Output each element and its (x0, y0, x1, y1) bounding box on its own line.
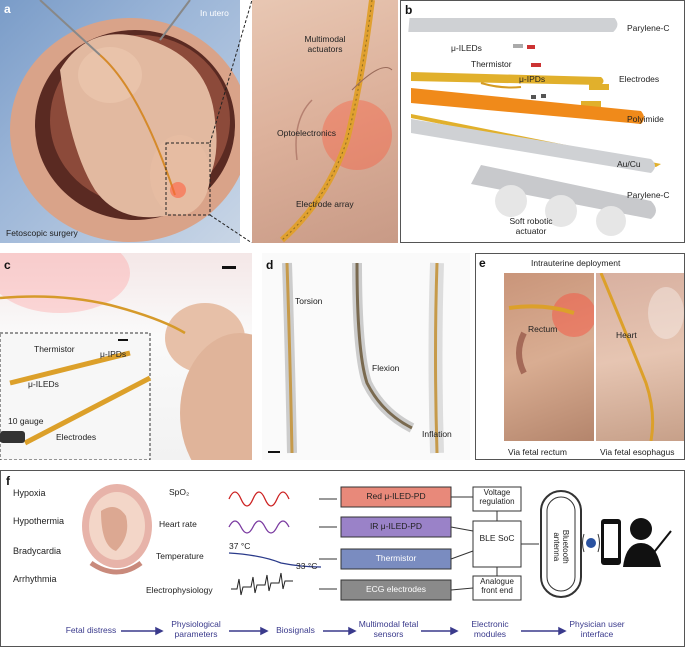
electrode-array-label: Electrode array (296, 199, 354, 209)
temp-start-label: 37 °C (229, 541, 251, 551)
rectum-photo (504, 273, 594, 441)
in-utero-label: In utero (200, 8, 229, 18)
panel-c: c Thermistor μ-IPDs μ-ILEDs 10 gauge Ele… (0, 253, 252, 460)
torsion-label: Torsion (295, 296, 323, 306)
flow-item: Electronic modules (471, 619, 509, 639)
layer-label: Parylene-C (627, 190, 670, 200)
flow-item: Biosignals (276, 625, 315, 635)
fetoscopic-label: Fetoscopic surgery (6, 228, 78, 238)
rectum-label: Rectum (528, 324, 558, 334)
panel-f: f Hypoxia Hypothermia Bradycardia Arrhyt… (0, 470, 685, 647)
layer-label: μ-IPDs (519, 74, 546, 84)
heart-illustration (599, 273, 684, 441)
layer-label: Soft robotic actuator (509, 216, 553, 236)
via-esophagus-label: Via fetal esophagus (600, 447, 675, 457)
condition-label: Bradycardia (13, 546, 62, 556)
uterus-illustration (10, 0, 240, 242)
ble-label: BLE SoC (479, 533, 515, 543)
panel-label: d (266, 258, 274, 272)
zoom-photo (252, 0, 398, 243)
zoom-illustration (280, 0, 393, 243)
panel-b: b Parylene-C μ-ILEDs Thermistor μ-IPDs E… (400, 0, 685, 243)
layer-label: μ-ILEDs (451, 43, 482, 53)
condition-label: Hypothermia (13, 516, 65, 526)
temp-end-label: 33 °C (296, 561, 318, 571)
gauge-label: 10 gauge (8, 416, 44, 426)
via-rectum-label: Via fetal rectum (508, 447, 567, 457)
actuation-photos (268, 262, 444, 454)
param-label: Temperature (156, 551, 204, 561)
actuators-label: Multimodal actuators (304, 34, 346, 54)
optoelectronics-label: Optoelectronics (277, 128, 337, 138)
inflation-label: Inflation (422, 429, 452, 439)
condition-label: Hypoxia (13, 488, 46, 498)
voltage-label: Voltage regulation (479, 488, 515, 506)
zoom-connector-lines (209, 0, 253, 243)
ipds-label: μ-IPDs (100, 349, 127, 359)
condition-label: Arrhythmia (13, 574, 57, 584)
panel-label: c (4, 258, 11, 272)
sensor-label: Thermistor (375, 553, 417, 563)
device-photo (0, 253, 252, 460)
layer-label: Au/Cu (617, 159, 641, 169)
panel-a: a In utero Fetoscopic surgery Multimodal… (0, 0, 398, 243)
panel-label: a (4, 2, 11, 16)
panel-label: e (479, 256, 486, 270)
flow-item: Physician user interface (569, 619, 625, 639)
system-diagram (82, 484, 672, 636)
ileds-label: μ-ILEDs (28, 379, 59, 389)
uterus-photo (0, 0, 240, 243)
flexion-label: Flexion (372, 363, 400, 373)
rectum-illustration (508, 293, 594, 375)
flow-item: Multimodal fetal sensors (358, 619, 419, 639)
title-label: Intrauterine deployment (531, 258, 621, 268)
afe-label: Analogue front end (480, 577, 514, 595)
heart-photo (596, 273, 684, 441)
panel-label: b (405, 3, 413, 17)
panel-label: f (6, 474, 10, 488)
layer-label: Electrodes (619, 74, 660, 84)
sensor-label: ECG electrodes (366, 584, 426, 594)
param-label: SpO₂ (169, 487, 190, 497)
flow-item: Fetal distress (65, 625, 117, 635)
layer-stack-diagram (408, 18, 661, 236)
antenna-label: Bluetooth antenna (552, 529, 570, 564)
layer-label: Polyimide (627, 114, 664, 124)
sensor-label: IR μ-ILED-PD (369, 521, 423, 531)
layer-label: Thermistor (471, 59, 512, 69)
panel-e: e Intrauterine deployment Rectum Heart V… (475, 253, 685, 460)
heart-label: Heart (616, 330, 637, 340)
flow-item: Physiological parameters (171, 619, 221, 639)
param-label: Heart rate (159, 519, 197, 529)
param-label: Electrophysiology (146, 585, 213, 595)
layer-label: Parylene-C (627, 23, 670, 33)
electrodes-label: Electrodes (56, 432, 97, 442)
sensor-label: Red μ-ILED-PD (366, 491, 426, 501)
thermistor-label: Thermistor (34, 344, 75, 354)
panel-d: d Torsion Flexion Inflation (262, 253, 470, 460)
